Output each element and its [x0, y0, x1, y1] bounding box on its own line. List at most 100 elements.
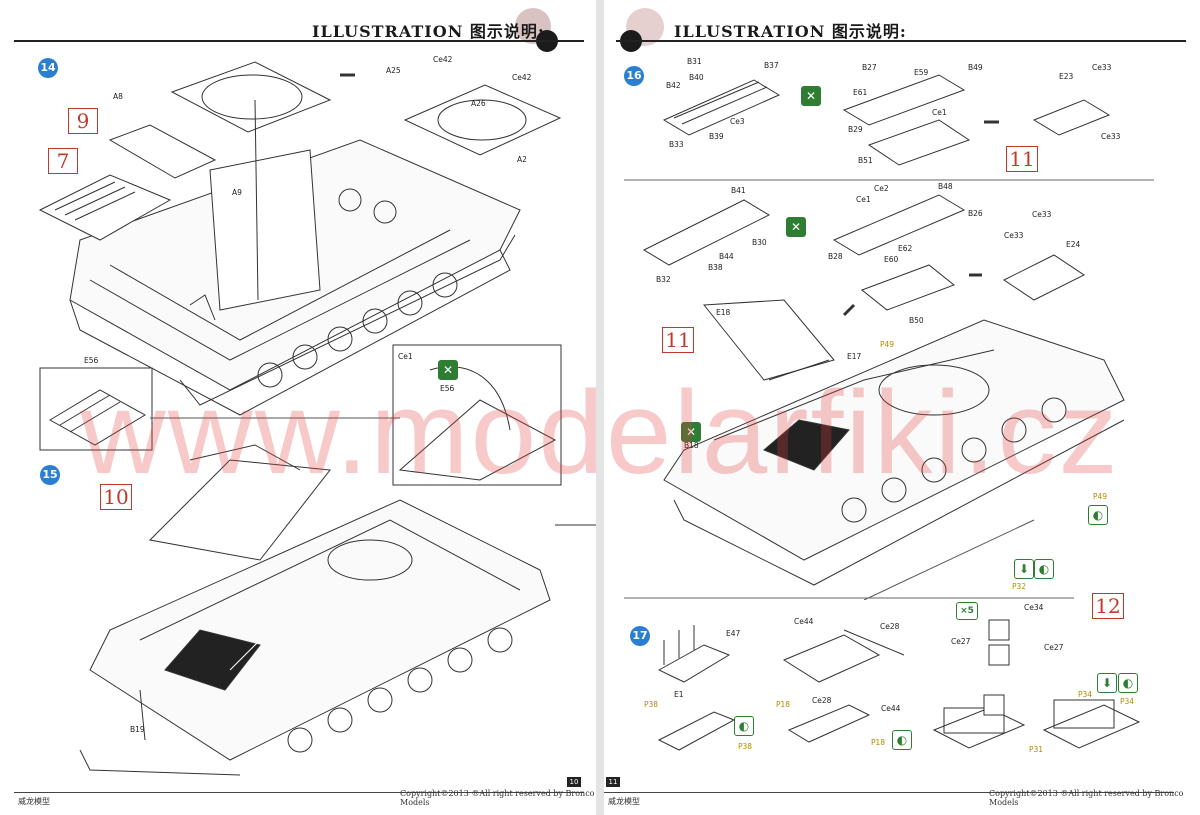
footer-brand-left: 威龙模型 [18, 797, 50, 806]
part-label-B27: B27 [862, 63, 877, 72]
part-label-B48: B48 [938, 182, 953, 191]
part-label-P18-left: P18 [776, 700, 791, 709]
part-label-P31: P31 [1029, 745, 1044, 754]
header-rule-right [616, 40, 1186, 42]
part-label-Ce33-row2: Ce33 [1032, 210, 1052, 219]
part-label-Ce28-bottom: Ce28 [812, 696, 832, 705]
part-label-Ce33-right: Ce33 [1101, 132, 1121, 141]
part-label-Ce3: Ce3 [730, 117, 745, 126]
part-label-E23: E23 [1059, 72, 1074, 81]
header-title-left: ILLUSTRATION 图示说明: [312, 22, 545, 41]
part-label-E59: E59 [914, 68, 929, 77]
subassembly-12-tag: 12 [1092, 593, 1124, 619]
part-label-Ce33-top: Ce33 [1092, 63, 1112, 72]
part-label-Ce42-right: Ce42 [512, 73, 532, 82]
part-label-A26: A26 [471, 99, 486, 108]
header-title-right: ILLUSTRATION 图示说明: [674, 22, 907, 41]
glue-icon-16a: ✕ [801, 86, 821, 106]
part-label-E1: E1 [674, 690, 684, 699]
right-page: ILLUSTRATION 图示说明: 16 17 11 11 12 [604, 0, 1200, 815]
footer-rule-right [604, 792, 1174, 793]
arrow-down-icon-12: ⬇ [1014, 559, 1034, 579]
page-number-left: 10 [567, 777, 581, 787]
part-label-B39: B39 [709, 132, 724, 141]
paint-icon-12: ◐ [1034, 559, 1054, 579]
subassembly-11-tag-top: 11 [1006, 146, 1038, 172]
paint-icon-P34: ◐ [1118, 673, 1138, 693]
part-label-B31: B31 [687, 57, 702, 66]
part-label-Ce1-16: Ce1 [932, 108, 947, 117]
part-label-B38: B38 [708, 263, 723, 272]
part-label-B49: B49 [968, 63, 983, 72]
part-label-E24: E24 [1066, 240, 1081, 249]
quantity-x5-badge: ×5 [956, 602, 978, 620]
part-label-E56-detail: E56 [440, 384, 455, 393]
part-label-Ce27-right: Ce27 [1044, 643, 1064, 652]
part-label-E60: E60 [884, 255, 899, 264]
step-14-exploded-hull-drawing [38, 61, 562, 416]
step-15-assembly-drawing [39, 344, 596, 776]
glue-icon-B18: ✕ [681, 422, 701, 442]
footer-rule-left [14, 792, 584, 793]
part-label-B30: B30 [752, 238, 767, 247]
footer-copyright-right: Copyright©2013 ®All right reserved by Br… [989, 789, 1184, 807]
page-gutter [596, 0, 604, 815]
page-number-right: 11 [606, 777, 620, 787]
part-label-E47: E47 [726, 629, 741, 638]
part-label-Ce44-bottom: Ce44 [881, 704, 901, 713]
part-label-A25: A25 [386, 66, 401, 75]
step-17-stowage-boxes-drawing [657, 619, 1141, 751]
subassembly-10-tag: 10 [100, 484, 132, 510]
footer-copyright-left: Copyright©2013 ®All right reserved by Br… [400, 789, 595, 807]
part-label-P34-left: P34 [1078, 690, 1093, 699]
part-label-Ce28-top: Ce28 [880, 622, 900, 631]
part-label-Ce2: Ce2 [874, 184, 889, 193]
part-label-B28: B28 [828, 252, 843, 261]
part-label-E18: E18 [716, 308, 731, 317]
part-label-P38-right: P38 [738, 742, 753, 751]
part-label-B42: B42 [666, 81, 681, 90]
paint-icon-P18: ◐ [892, 730, 912, 750]
part-label-E17: E17 [847, 352, 862, 361]
paint-icon-P49: ◐ [1088, 505, 1108, 525]
subassembly-11-tag-main: 11 [662, 327, 694, 353]
step-16-badge: 16 [624, 66, 644, 86]
part-label-B19: B19 [130, 725, 145, 734]
part-label-B51: B51 [858, 156, 873, 165]
arrow-down-icon-P34: ⬇ [1097, 673, 1117, 693]
header-rule-left [14, 40, 584, 42]
part-label-B44: B44 [719, 252, 734, 261]
glue-icon-inset: ✕ [438, 360, 458, 380]
part-label-B18: B18 [684, 441, 699, 450]
part-label-Ce34: Ce34 [1024, 603, 1044, 612]
part-label-P49-top: P49 [880, 340, 895, 349]
part-label-A9: A9 [232, 188, 242, 197]
part-label-A8: A8 [113, 92, 123, 101]
step-14-badge: 14 [38, 58, 58, 78]
footer-brand-right: 威龙模型 [608, 797, 640, 806]
paint-icon-P38: ◐ [734, 716, 754, 736]
part-label-B40: B40 [689, 73, 704, 82]
part-label-B50: B50 [909, 316, 924, 325]
part-label-Ce1-row2: Ce1 [856, 195, 871, 204]
part-label-P38-left: P38 [644, 700, 659, 709]
part-label-E61: E61 [853, 88, 868, 97]
step-17-badge: 17 [630, 626, 650, 646]
part-label-E56-inset: E56 [84, 356, 99, 365]
part-label-B33: B33 [669, 140, 684, 149]
step-15-badge: 15 [40, 465, 60, 485]
subassembly-9-tag: 9 [68, 108, 98, 134]
part-label-P32: P32 [1012, 582, 1027, 591]
part-label-P49-side: P49 [1093, 492, 1108, 501]
part-label-Ce1-inset: Ce1 [398, 352, 413, 361]
part-label-Ce33-row2-left: Ce33 [1004, 231, 1024, 240]
part-label-B41: B41 [731, 186, 746, 195]
part-label-Ce27-left: Ce27 [951, 637, 971, 646]
part-label-A2: A2 [517, 155, 527, 164]
part-label-P34-right: P34 [1120, 697, 1135, 706]
part-label-Ce44-top: Ce44 [794, 617, 814, 626]
part-label-B26: B26 [968, 209, 983, 218]
part-label-B37: B37 [764, 61, 779, 70]
part-label-B29: B29 [848, 125, 863, 134]
part-label-Ce42-top: Ce42 [433, 55, 453, 64]
